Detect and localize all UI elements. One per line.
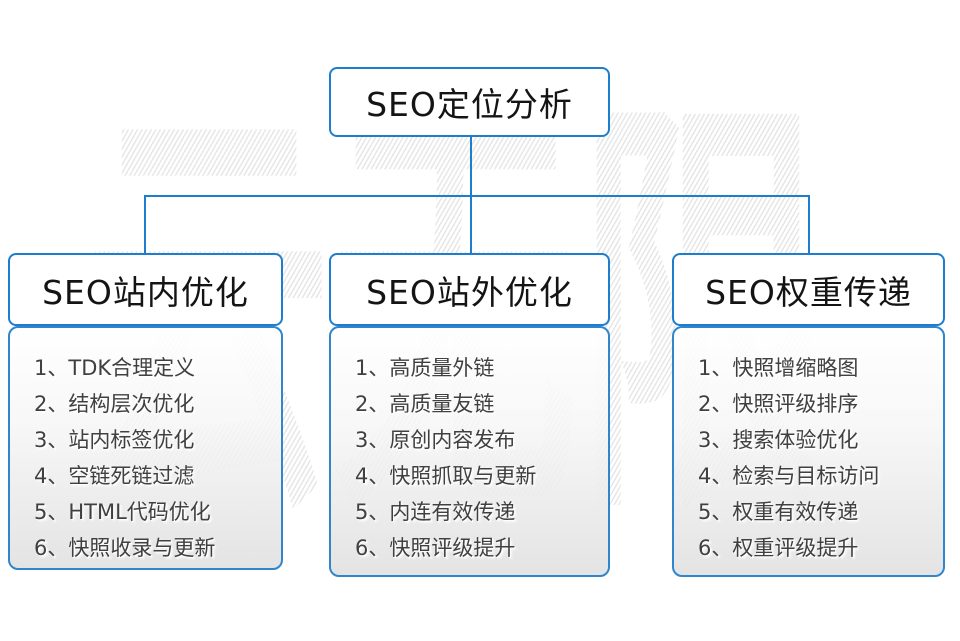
list-item: 2、快照评级排序 (698, 392, 859, 416)
branch-onsite-title: SEO站内优化 (42, 272, 249, 312)
branch-offsite-header: SEO站外优化 (329, 253, 610, 326)
connector-horizontal (144, 195, 810, 197)
branch-offsite-title: SEO站外优化 (366, 272, 573, 312)
root-node-title: SEO定位分析 (366, 85, 573, 124)
branch-onsite-list: 1、TDK合理定义 2、结构层次优化 3、站内标签优化 4、空链死链过滤 5、H… (8, 326, 283, 570)
branch-onsite-header: SEO站内优化 (8, 253, 283, 326)
list-item: 6、快照收录与更新 (34, 536, 216, 560)
list-item: 2、结构层次优化 (34, 392, 195, 416)
list-item: 3、站内标签优化 (34, 428, 195, 452)
branch-weight-list: 1、快照增缩略图 2、快照评级排序 3、搜索体验优化 4、检索与目标访问 5、权… (672, 326, 945, 577)
branch-weight-header: SEO权重传递 (672, 253, 945, 326)
root-node: SEO定位分析 (329, 67, 610, 137)
list-item: 6、快照评级提升 (355, 536, 516, 560)
list-item: 4、检索与目标访问 (698, 464, 880, 488)
list-item: 3、原创内容发布 (355, 428, 516, 452)
list-item: 5、HTML代码优化 (34, 500, 211, 524)
list-item: 6、权重评级提升 (698, 536, 859, 560)
list-item: 4、空链死链过滤 (34, 464, 195, 488)
list-item: 5、内连有效传递 (355, 500, 516, 524)
connector-left-vertical (144, 195, 146, 253)
connector-root-vertical (470, 137, 472, 197)
list-item: 4、快照抓取与更新 (355, 464, 537, 488)
connector-middle-vertical (470, 195, 472, 253)
list-item: 1、高质量外链 (355, 356, 495, 380)
list-item: 5、权重有效传递 (698, 500, 859, 524)
list-item: 1、快照增缩略图 (698, 356, 859, 380)
list-item: 3、搜索体验优化 (698, 428, 859, 452)
connector-right-vertical (808, 195, 810, 253)
list-item: 2、高质量友链 (355, 392, 495, 416)
list-item: 1、TDK合理定义 (34, 356, 196, 380)
branch-offsite-list: 1、高质量外链 2、高质量友链 3、原创内容发布 4、快照抓取与更新 5、内连有… (329, 326, 610, 577)
branch-weight-title: SEO权重传递 (705, 272, 912, 312)
